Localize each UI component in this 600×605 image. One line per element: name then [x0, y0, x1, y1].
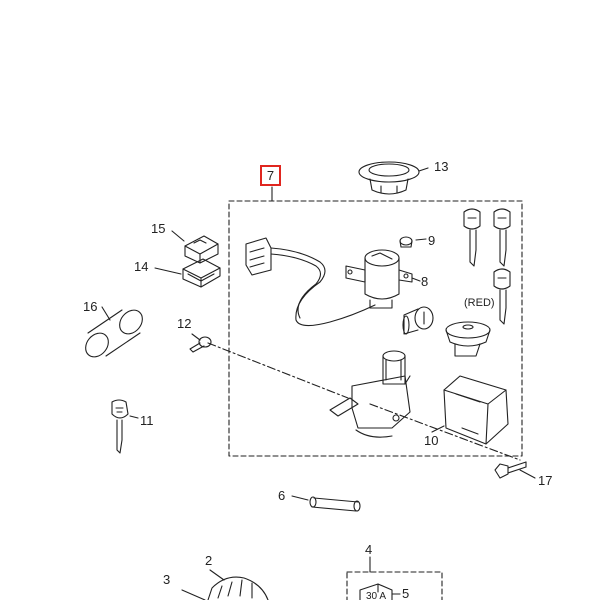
callout-15[interactable]: 15: [151, 221, 166, 236]
callout-5[interactable]: 5: [402, 586, 410, 601]
group-7-box: [228, 200, 523, 457]
callout-3[interactable]: 3: [163, 572, 171, 587]
keys-pair-part: [463, 208, 511, 267]
main-switch-part: [345, 249, 421, 309]
assembly-line: [207, 342, 521, 461]
callout-4[interactable]: 4: [365, 542, 373, 557]
connector-cap-part: [171, 230, 219, 264]
steering-lock-part: [329, 350, 411, 438]
callout-6[interactable]: 6: [278, 488, 286, 503]
connector-base-part: [154, 258, 221, 288]
callout-17[interactable]: 17: [538, 473, 553, 488]
lock-cylinder-part: [402, 306, 434, 335]
callout-7-text: 7: [266, 168, 275, 183]
callout-16[interactable]: 16: [83, 299, 98, 314]
fuse-part: [359, 583, 401, 601]
gear-housing-part: [181, 569, 269, 601]
callout-12[interactable]: 12: [177, 316, 192, 331]
ring-cover-part: [358, 161, 429, 195]
callout-10[interactable]: 10: [424, 433, 439, 448]
callout-2[interactable]: 2: [205, 553, 213, 568]
ignition-harness-part: [245, 237, 376, 327]
callout-9[interactable]: 9: [428, 233, 436, 248]
red-key-part: [493, 268, 511, 325]
red-key-note: (RED): [464, 297, 495, 309]
callout-7-selected[interactable]: 7: [260, 165, 281, 186]
bolt-17-part: [494, 461, 536, 479]
pin-part: [291, 495, 361, 512]
callout-14[interactable]: 14: [134, 259, 149, 274]
screw-9-part: [399, 236, 427, 248]
group-4-box: [346, 571, 443, 605]
control-unit-part: [431, 375, 509, 445]
cap-part: [445, 321, 491, 357]
callout-8[interactable]: 8: [421, 274, 429, 289]
fuse-rating-text: 30 A: [366, 591, 387, 602]
bolt-12-part: [189, 333, 212, 353]
callout-11[interactable]: 11: [140, 413, 154, 428]
callout-13[interactable]: 13: [434, 159, 449, 174]
sleeve-part: [85, 306, 143, 358]
key-11-part: [111, 399, 139, 454]
